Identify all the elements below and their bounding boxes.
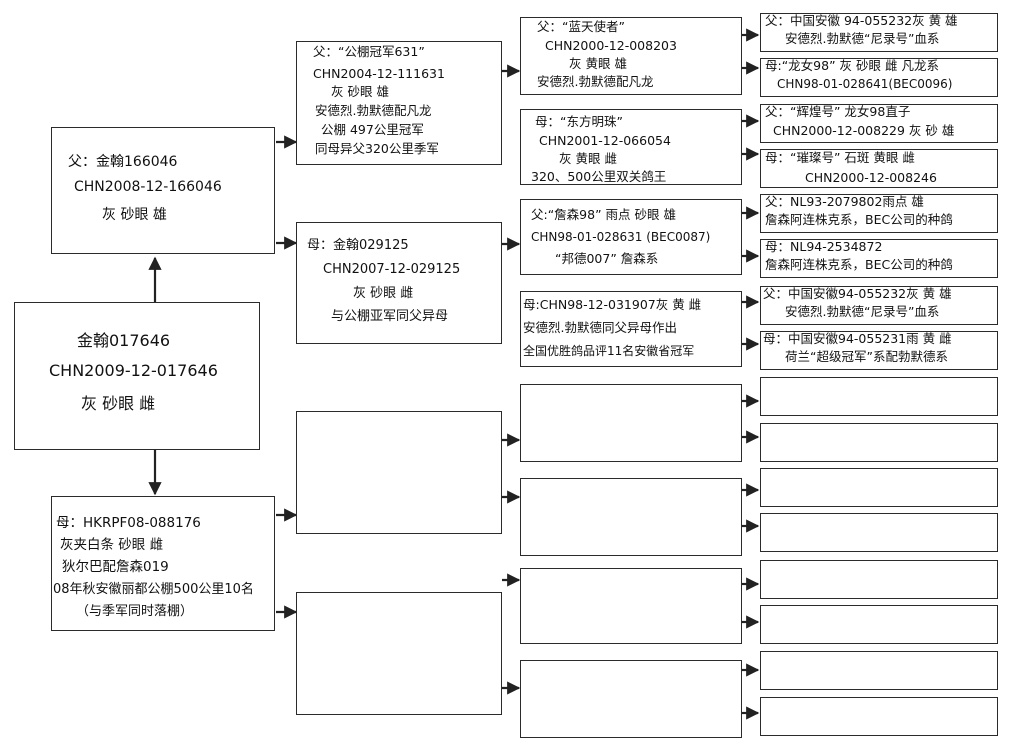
pedigree-text-line: 父：金翰166046: [68, 154, 178, 170]
pedigree-text-line: 父：NL93-2079802雨点 雄: [765, 194, 924, 209]
pedigree-box-dss: [520, 384, 742, 462]
pedigree-text-line: 灰 黄眼 雄: [569, 56, 627, 71]
pedigree-text-line: CHN2001-12-066054: [539, 133, 671, 148]
pedigree-text-line: 灰 砂眼 雄: [102, 207, 167, 223]
pedigree-text-line: CHN2004-12-111631: [313, 66, 445, 81]
pedigree-box-dsd: [520, 478, 742, 556]
pedigree-text-line: CHN2000-12-008229 灰 砂 雄: [773, 123, 955, 138]
pedigree-text-line: CHN2000-12-008203: [545, 38, 677, 53]
pedigree-text-line: 全国优胜鸽品评11名安徽省冠军: [523, 344, 695, 358]
pedigree-box-g10: [760, 423, 998, 462]
pedigree-text-line: 母：NL94-2534872: [765, 239, 883, 254]
pedigree-text-line: 灰 砂眼 雄: [331, 84, 389, 99]
pedigree-text-line: （与季军同时落棚）: [76, 604, 194, 619]
pedigree-text-line: CHN2009-12-017646: [49, 361, 218, 380]
pedigree-box-sdd: 母:CHN98-12-031907灰 黄 雌安德烈.勃默德同父异母作出全国优胜鸽…: [520, 291, 742, 367]
pedigree-box-g12: [760, 513, 998, 552]
pedigree-text-line: 母：金翰029125: [307, 238, 409, 253]
pedigree-text-line: 母:CHN98-12-031907灰 黄 雌: [523, 297, 702, 312]
pedigree-text-line: 狄尔巴配詹森019: [62, 559, 169, 575]
pedigree-text-line: 詹森阿连株克系，BEC公司的种鸽: [765, 257, 953, 272]
pedigree-text-line: 母：中国安徽94-055231雨 黄 雌: [763, 331, 952, 346]
pedigree-text-line: 父：“蓝天使者”: [537, 19, 625, 34]
pedigree-text-line: 父：“公棚冠军631”: [313, 44, 425, 59]
pedigree-box-dam: 母：HKRPF08-088176 灰夹白条 砂眼 雌狄尔巴配詹森019 08年秋安徽…: [51, 496, 275, 631]
pedigree-text-line: CHN98-01-028641(BEC0096): [777, 77, 953, 91]
pedigree-box-g14: [760, 605, 998, 644]
pedigree-box-g7: 父：中国安徽94-055232灰 黄 雄安德烈.勃默德“尼录号”血系: [760, 286, 998, 325]
pedigree-box-g3: 父：“辉煌号” 龙女98直子 CHN2000-12-008229 灰 砂 雄: [760, 104, 998, 143]
pedigree-text-line: 同母异父320公里季军: [315, 141, 439, 156]
pedigree-text-line: 父：中国安徽94-055232灰 黄 雄: [763, 286, 952, 301]
pedigree-text-line: 父：“辉煌号” 龙女98直子: [765, 104, 911, 119]
pedigree-text-line: 安德烈.勃默德“尼录号”血系: [785, 31, 940, 46]
pedigree-text-line: 父:“詹森98” 雨点 砂眼 雄: [531, 207, 676, 222]
pedigree-text-line: 安德烈.勃默德同父异母作出: [523, 320, 677, 335]
pedigree-box-g5: 父：NL93-2079802雨点 雄詹森阿连株克系，BEC公司的种鸽: [760, 194, 998, 233]
pedigree-text-line: 灰 砂眼 雌: [353, 286, 414, 301]
pedigree-text-line: CHN98-01-028631 (BEC0087): [531, 230, 711, 244]
pedigree-text-line: 灰 黄眼 雌: [559, 151, 617, 166]
pedigree-text-line: “邦德007” 詹森系: [555, 251, 659, 266]
pedigree-text-line: 安德烈.勃默德配凡龙: [537, 74, 654, 89]
pedigree-box-ds: [296, 411, 502, 534]
pedigree-text-line: 320、500公里双关鸽王: [531, 169, 667, 184]
pedigree-box-g15: [760, 651, 998, 690]
pedigree-box-sds: 父:“詹森98” 雨点 砂眼 雄 CHN98-01-028631 (BEC0087…: [520, 199, 742, 275]
pedigree-box-ss: 父：“公棚冠军631” CHN2004-12-111631 灰 砂眼 雄安德烈.勃默…: [296, 41, 502, 165]
pedigree-box-g8: 母：中国安徽94-055231雨 黄 雌荷兰“超级冠军”系配勃默德系: [760, 331, 998, 370]
pedigree-text-line: CHN2007-12-029125: [323, 262, 461, 277]
pedigree-box-g11: [760, 468, 998, 507]
pedigree-box-g13: [760, 560, 998, 599]
pedigree-text-line: 母:“龙女98” 灰 砂眼 雌 凡龙系: [765, 58, 939, 73]
pedigree-box-sss: 父：“蓝天使者” CHN2000-12-008203 灰 黄眼 雄安德烈.勃默德配凡…: [520, 17, 742, 95]
pedigree-box-g2: 母:“龙女98” 灰 砂眼 雌 凡龙系 CHN98-01-028641(BEC00…: [760, 58, 998, 97]
pedigree-text-line: 安德烈.勃默德配凡龙: [315, 103, 432, 118]
pedigree-text-line: 詹森阿连株克系，BEC公司的种鸽: [765, 212, 953, 227]
pedigree-text-line: 父：中国安徽 94-055232灰 黄 雄: [765, 13, 958, 28]
pedigree-text-line: 母：“东方明珠”: [535, 114, 623, 129]
pedigree-box-g9: [760, 377, 998, 416]
pedigree-text-line: 08年秋安徽丽都公棚500公里10名: [53, 582, 254, 597]
pedigree-box-dd: [296, 592, 502, 715]
pedigree-box-dds: [520, 568, 742, 644]
pedigree-text-line: 与公棚亚军同父异母: [331, 309, 449, 324]
pedigree-text-line: 灰 砂眼 雌: [81, 394, 156, 413]
pedigree-text-line: 安德烈.勃默德“尼录号”血系: [785, 304, 940, 319]
pedigree-text-line: 公棚 497公里冠军: [321, 122, 424, 137]
pedigree-box-g6: 母：NL94-2534872 詹森阿连株克系，BEC公司的种鸽: [760, 239, 998, 278]
pedigree-text-line: 母：“璀璨号” 石斑 黄眼 雌: [765, 150, 915, 165]
pedigree-text-line: CHN2000-12-008246: [805, 170, 937, 185]
pedigree-box-g16: [760, 697, 998, 736]
pedigree-box-ddd: [520, 660, 742, 738]
pedigree-text-line: 荷兰“超级冠军”系配勃默德系: [785, 349, 948, 364]
pedigree-text-line: 金翰017646: [77, 331, 171, 350]
pedigree-text-line: CHN2008-12-166046: [74, 179, 222, 195]
pedigree-box-ssd: 母：“东方明珠” CHN2001-12-066054 灰 黄眼 雌 320、500公里…: [520, 109, 742, 185]
pedigree-box-g4: 母：“璀璨号” 石斑 黄眼 雌 CHN2000-12-008246: [760, 149, 998, 188]
pedigree-text-line: 灰夹白条 砂眼 雌: [60, 537, 164, 553]
pedigree-text-line: 母：HKRPF08-088176: [56, 515, 201, 531]
pedigree-box-g1: 父：中国安徽 94-055232灰 黄 雄安德烈.勃默德“尼录号”血系: [760, 13, 998, 52]
